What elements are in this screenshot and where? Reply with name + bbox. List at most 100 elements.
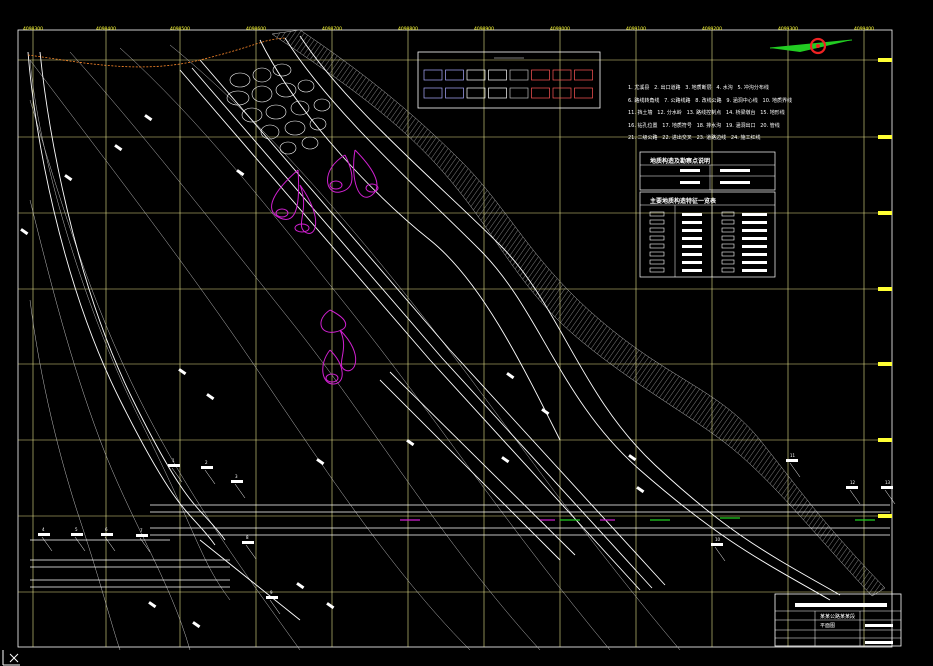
marker — [326, 602, 335, 610]
marker — [541, 408, 550, 416]
grid-right-tick — [878, 438, 892, 442]
table-row-symbol — [721, 259, 735, 265]
legend-swatch — [466, 87, 486, 99]
cross-road-markings — [560, 517, 875, 521]
table-row-symbol — [649, 251, 665, 257]
legend-swatch — [509, 69, 529, 81]
marker — [236, 169, 245, 177]
table1-title: 地质构造及勘察点说明 — [650, 158, 711, 165]
table-row-text — [682, 229, 702, 232]
grid-top-label: 4099000 — [550, 26, 570, 32]
grid-right-tick — [878, 514, 892, 518]
callout-tag — [231, 480, 243, 483]
table-row-symbol — [721, 243, 735, 249]
callout-leader — [139, 537, 151, 553]
river-boundary — [27, 51, 226, 546]
table-row-text — [682, 213, 702, 216]
marker — [636, 486, 645, 494]
grid-top-label: 4098700 — [322, 26, 342, 32]
marker — [192, 621, 201, 629]
grid-top-label: 4098600 — [246, 26, 266, 32]
callout-leader — [204, 469, 216, 485]
legend-box — [417, 51, 601, 109]
table-row-text — [682, 253, 702, 256]
marker — [628, 454, 637, 462]
callout-number: 4 — [42, 527, 45, 532]
callout-number: 3 — [235, 474, 238, 479]
legend-swatch — [531, 69, 550, 81]
callout-leader — [41, 536, 53, 552]
callout-tag — [136, 534, 148, 537]
marker — [406, 439, 415, 447]
grid-top-label: 4098500 — [170, 26, 190, 32]
boundary-redline — [27, 37, 286, 68]
marker — [148, 601, 157, 609]
legend-swatch — [445, 69, 464, 81]
marker — [144, 114, 153, 122]
table-row-text — [742, 237, 767, 240]
grid-top-label: 4099300 — [778, 26, 798, 32]
table-row-symbol — [721, 235, 735, 241]
callout-leader — [245, 544, 257, 560]
callout-leader — [171, 467, 183, 483]
titleblock-line1: 某某公路某某段 — [820, 614, 856, 620]
legend-swatch — [488, 87, 507, 99]
grid-top-label: 4099200 — [702, 26, 722, 32]
table-row-symbol — [649, 211, 665, 217]
callout-number: 6 — [105, 527, 108, 532]
grid-top-label: 4099100 — [626, 26, 646, 32]
table-row-symbol — [649, 227, 665, 233]
north-arrow-icon — [769, 37, 853, 55]
callout-leader — [74, 536, 86, 552]
callout-tag — [881, 486, 893, 489]
callout-tag — [168, 464, 180, 467]
legend-swatch — [574, 69, 593, 81]
table-row-symbol — [649, 267, 665, 273]
grid-right-tick — [878, 135, 892, 139]
callout-leader — [269, 599, 281, 615]
callout-number: 10 — [715, 537, 721, 542]
callout-tag — [242, 541, 254, 544]
legend-swatch — [531, 87, 550, 99]
boulder-cluster — [226, 63, 331, 155]
legend-swatch — [509, 87, 529, 99]
marker — [64, 174, 73, 182]
table-row-text — [682, 221, 702, 224]
grid-top-label: 4098300 — [23, 26, 43, 32]
legend-swatch — [488, 69, 507, 81]
table-row-symbol — [649, 219, 665, 225]
ucs-icon — [2, 650, 20, 666]
marker — [206, 393, 215, 401]
grid-right-tick — [878, 362, 892, 366]
road-alignment — [179, 35, 841, 621]
grid-right-tick — [878, 211, 892, 215]
terrain-markers — [20, 114, 645, 629]
legend-swatch — [423, 87, 443, 99]
marker — [296, 582, 305, 590]
slope-hatch-band — [271, 29, 886, 597]
grid-top-label: 4099400 — [854, 26, 874, 32]
magenta-symbols — [271, 149, 379, 385]
table-geology — [639, 151, 776, 191]
marker — [506, 372, 515, 380]
grid-right-tick — [878, 287, 892, 291]
callout-number: 7 — [140, 528, 143, 533]
table2-title: 主要地质构造特征一览表 — [650, 198, 717, 205]
grid-right-tick — [878, 58, 892, 62]
legend-swatch — [423, 69, 443, 81]
callout-number: 8 — [246, 535, 249, 540]
titleblock-line2: 平面图 — [820, 623, 836, 629]
table-row-symbol — [721, 211, 735, 217]
table-row-symbol — [721, 219, 735, 225]
title-block — [774, 593, 902, 647]
cross-road — [30, 504, 890, 588]
legend-swatch — [445, 87, 464, 99]
callout-number: 9 — [270, 590, 273, 595]
table-row-text — [682, 245, 702, 248]
callout-number: 12 — [850, 480, 856, 485]
table-row-text — [742, 221, 767, 224]
